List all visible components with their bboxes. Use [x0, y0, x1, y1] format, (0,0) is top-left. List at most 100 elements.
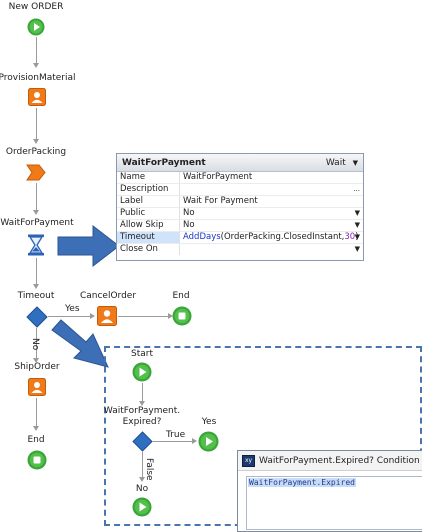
- provision-material-task-icon[interactable]: [28, 88, 46, 106]
- order-packing-label: OrderPacking: [5, 147, 67, 157]
- detail-no-icon[interactable]: [132, 497, 152, 517]
- connector-arrow: [33, 284, 39, 289]
- property-row-description[interactable]: Description ...: [117, 184, 363, 196]
- properties-panel: WaitForPayment Wait ▼ Name WaitForPaymen…: [116, 153, 364, 261]
- condition-expression-text: WaitForPayment.Expired: [248, 478, 356, 487]
- property-key: Label: [117, 196, 180, 207]
- hourglass-wait-icon[interactable]: [27, 234, 45, 256]
- end-node-icon[interactable]: [27, 450, 47, 470]
- connector-arrow: [33, 139, 39, 144]
- end-bottom-label: End: [27, 435, 45, 445]
- connector: [36, 328, 37, 360]
- connector-arrow: [33, 63, 39, 68]
- cancel-order-label: CancelOrder: [79, 291, 137, 301]
- connector: [142, 452, 143, 479]
- property-row-public[interactable]: Public No ▼: [117, 208, 363, 220]
- panel-title: WaitForPayment: [122, 157, 206, 168]
- connector: [36, 398, 37, 428]
- property-value-text: No: [183, 208, 195, 218]
- chevron-down-icon[interactable]: ▼: [354, 233, 360, 241]
- property-key: Close On: [117, 244, 180, 255]
- property-value[interactable]: Wait For Payment: [183, 196, 258, 206]
- provision-material-label: ProvisionMaterial: [0, 73, 76, 83]
- property-row-allow-skip[interactable]: Allow Skip No ▼: [117, 220, 363, 232]
- timeout-decision-icon[interactable]: [26, 306, 48, 328]
- chevron-down-icon[interactable]: ▼: [354, 221, 360, 229]
- ship-order-task-icon[interactable]: [28, 378, 46, 396]
- detail-no-label: No: [135, 484, 149, 494]
- property-value[interactable]: WaitForPayment: [183, 172, 253, 182]
- property-value[interactable]: ▼: [180, 244, 363, 255]
- connector: [36, 183, 37, 212]
- timeout-args: (OrderPacking.ClosedInstant,: [220, 232, 345, 242]
- connector: [153, 441, 193, 442]
- property-row-timeout[interactable]: Timeout AddDays(OrderPacking.ClosedInsta…: [117, 232, 363, 244]
- ship-order-label: ShipOrder: [14, 362, 60, 372]
- decision-label-line1: WaitForPayment.: [103, 406, 181, 416]
- timeout-label: Timeout: [17, 291, 55, 301]
- property-value[interactable]: No ▼: [180, 220, 363, 231]
- detail-yes-icon[interactable]: [198, 431, 219, 452]
- connector-arrow: [33, 358, 39, 363]
- property-value[interactable]: No ▼: [180, 208, 363, 219]
- detail-decision-icon[interactable]: [132, 431, 153, 452]
- connector-arrow: [90, 313, 95, 319]
- detail-decision-label: WaitForPayment. Expired?: [104, 406, 180, 428]
- callout-arrow-icon: [51, 319, 109, 368]
- property-key: Description: [117, 184, 180, 195]
- condition-expression-editor[interactable]: WaitForPayment.Expired: [246, 476, 422, 530]
- connector: [36, 258, 37, 286]
- connector: [142, 383, 143, 403]
- connector-arrow: [33, 210, 39, 215]
- detail-start-label: Start: [131, 349, 153, 359]
- connector: [118, 316, 169, 317]
- connector-arrow: [168, 313, 173, 319]
- property-value[interactable]: ...: [180, 184, 363, 195]
- no-branch-label: No: [30, 338, 40, 351]
- detail-start-icon[interactable]: [132, 362, 152, 382]
- false-branch-label: False: [144, 458, 154, 481]
- chevron-down-icon[interactable]: ▼: [354, 209, 360, 217]
- properties-panel-header: WaitForPayment Wait ▼: [117, 154, 363, 172]
- connector: [48, 316, 91, 317]
- property-key: Name: [117, 172, 180, 183]
- timeout-close: ): [355, 232, 359, 242]
- chevron-down-icon: ▼: [352, 158, 358, 167]
- expression-icon: xy: [242, 454, 255, 467]
- panel-type-label: Wait: [325, 157, 346, 168]
- timeout-function: AddDays: [183, 232, 221, 242]
- connector-arrow: [139, 477, 145, 482]
- true-branch-label: True: [166, 430, 186, 440]
- property-row-close-on[interactable]: Close On ▼: [117, 244, 363, 255]
- property-value-text: No: [183, 220, 195, 230]
- condition-dialog: xy WaitForPayment.Expired? Condition Wai…: [237, 450, 422, 532]
- start-node-label: New ORDER: [8, 2, 64, 12]
- property-key: Timeout: [117, 232, 180, 243]
- panel-type-selector[interactable]: Wait ▼: [326, 158, 358, 168]
- connector-arrow: [139, 401, 145, 406]
- end-node-icon[interactable]: [172, 306, 192, 326]
- property-value[interactable]: AddDays(OrderPacking.ClosedInstant,30) ▼: [180, 232, 363, 243]
- property-key: Public: [117, 208, 180, 219]
- connector-arrow: [192, 438, 197, 444]
- end-top-label: End: [172, 291, 190, 301]
- property-row-name[interactable]: Name WaitForPayment: [117, 172, 363, 184]
- callout-arrow-icon: [57, 225, 120, 267]
- connector: [36, 37, 37, 65]
- condition-dialog-title: WaitForPayment.Expired? Condition: [259, 455, 420, 466]
- timeout-days: 30: [344, 232, 356, 242]
- condition-dialog-titlebar[interactable]: xy WaitForPayment.Expired? Condition: [238, 451, 422, 471]
- chevron-down-icon[interactable]: ▼: [354, 245, 360, 253]
- property-row-label[interactable]: Label Wait For Payment: [117, 196, 363, 208]
- connector: [36, 108, 37, 141]
- wait-for-payment-label: WaitForPayment: [0, 218, 74, 228]
- order-packing-event-icon[interactable]: [26, 164, 46, 181]
- connector-arrow: [33, 426, 39, 431]
- property-key: Allow Skip: [117, 220, 180, 231]
- yes-branch-label: Yes: [65, 304, 80, 314]
- ellipsis-button[interactable]: ...: [353, 185, 360, 193]
- detail-yes-label: Yes: [201, 417, 217, 427]
- start-node-icon[interactable]: [27, 18, 45, 36]
- cancel-order-task-icon[interactable]: [97, 306, 117, 326]
- decision-label-line2: Expired?: [122, 417, 162, 427]
